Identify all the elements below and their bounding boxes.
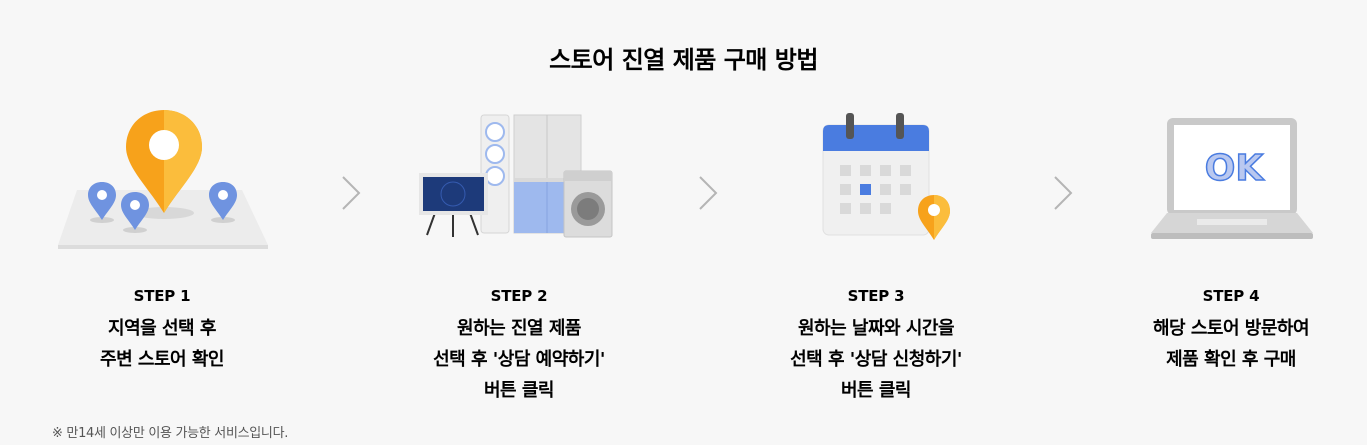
step-3: STEP 3 원하는 날짜와 시간을 선택 후 '상담 신청하기' 버튼 클릭 — [736, 95, 1016, 406]
steps-container: STEP 1 지역을 선택 후 주변 스토어 확인 — [0, 95, 1367, 415]
step-description: 원하는 진열 제품 선택 후 '상담 예약하기' 버튼 클릭 — [379, 313, 659, 406]
step-label: STEP 2 — [490, 287, 548, 305]
chevron-right-icon — [699, 176, 718, 210]
calendar-icon — [736, 95, 1016, 255]
step-description-line: 지역을 선택 후 — [108, 318, 216, 339]
appliances-icon — [379, 95, 659, 255]
step-description-line: 원하는 날짜와 시간을 — [797, 318, 955, 339]
step-4: OK STEP 4 해당 스토어 방문하여 제품 확인 후 구매 — [1091, 95, 1367, 375]
step-description-line: 제품 확인 후 구매 — [1166, 349, 1296, 370]
step-description-line: 해당 스토어 방문하여 — [1152, 318, 1310, 339]
step-label: STEP 1 — [133, 287, 191, 305]
step-description: 지역을 선택 후 주변 스토어 확인 — [22, 313, 302, 375]
step-description: 원하는 날짜와 시간을 선택 후 '상담 신청하기' 버튼 클릭 — [736, 313, 1016, 406]
page-title: 스토어 진열 제품 구매 방법 — [549, 46, 818, 74]
step-description-line: 선택 후 '상담 예약하기' — [433, 349, 605, 370]
age-notice: ※ 만14세 이상만 이용 가능한 서비스입니다. — [52, 426, 289, 441]
step-description: 해당 스토어 방문하여 제품 확인 후 구매 — [1091, 313, 1367, 375]
step-label: STEP 3 — [847, 287, 905, 305]
map-pin-icon — [22, 95, 302, 255]
step-1: STEP 1 지역을 선택 후 주변 스토어 확인 — [22, 95, 302, 375]
step-2: STEP 2 원하는 진열 제품 선택 후 '상담 예약하기' 버튼 클릭 — [379, 95, 659, 406]
laptop-screen-text: OK — [1205, 148, 1265, 189]
chevron-right-icon — [1054, 176, 1073, 210]
step-description-line: 버튼 클릭 — [483, 380, 555, 401]
step-label: STEP 4 — [1202, 287, 1260, 305]
step-description-line: 버튼 클릭 — [840, 380, 912, 401]
step-description-line: 원하는 진열 제품 — [457, 318, 581, 339]
step-description-line: 선택 후 '상담 신청하기' — [790, 349, 962, 370]
chevron-right-icon — [342, 176, 361, 210]
step-description-line: 주변 스토어 확인 — [100, 349, 224, 370]
laptop-ok-icon: OK — [1091, 95, 1367, 255]
